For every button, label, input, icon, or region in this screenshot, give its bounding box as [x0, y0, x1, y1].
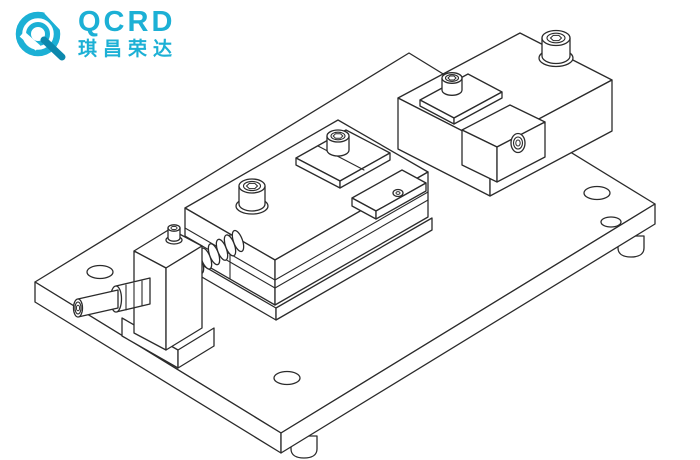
lever-pin [392, 188, 404, 198]
brand-logo: QCRD 琪昌荣达 [10, 5, 178, 63]
clamp-pad-plate [419, 73, 503, 125]
qcrd-logo-icon [15, 6, 68, 61]
brand-name: QCRD [78, 6, 176, 38]
stop-lever-bar [351, 169, 427, 220]
mounting-hole [86, 264, 114, 280]
mounting-hole [583, 185, 611, 201]
side-clamp-block [461, 104, 546, 183]
socket-head-cap-screw-clamp [326, 129, 350, 157]
bracket-top-screw [165, 224, 183, 245]
tailstock-bracket [121, 224, 215, 369]
socket-head-cap-screw-slide [235, 178, 269, 215]
mounting-hole [600, 216, 622, 228]
side-clamp-screw [510, 132, 526, 154]
brand-chinese-name: 琪昌荣达 [78, 39, 179, 61]
socket-head-cap-screw-small [441, 72, 463, 96]
locating-shaft [72, 277, 151, 318]
mounting-hole [273, 370, 301, 386]
socket-head-cap-screw-large [538, 29, 574, 68]
brand-text-block: QCRD 琪昌荣达 [78, 5, 178, 60]
